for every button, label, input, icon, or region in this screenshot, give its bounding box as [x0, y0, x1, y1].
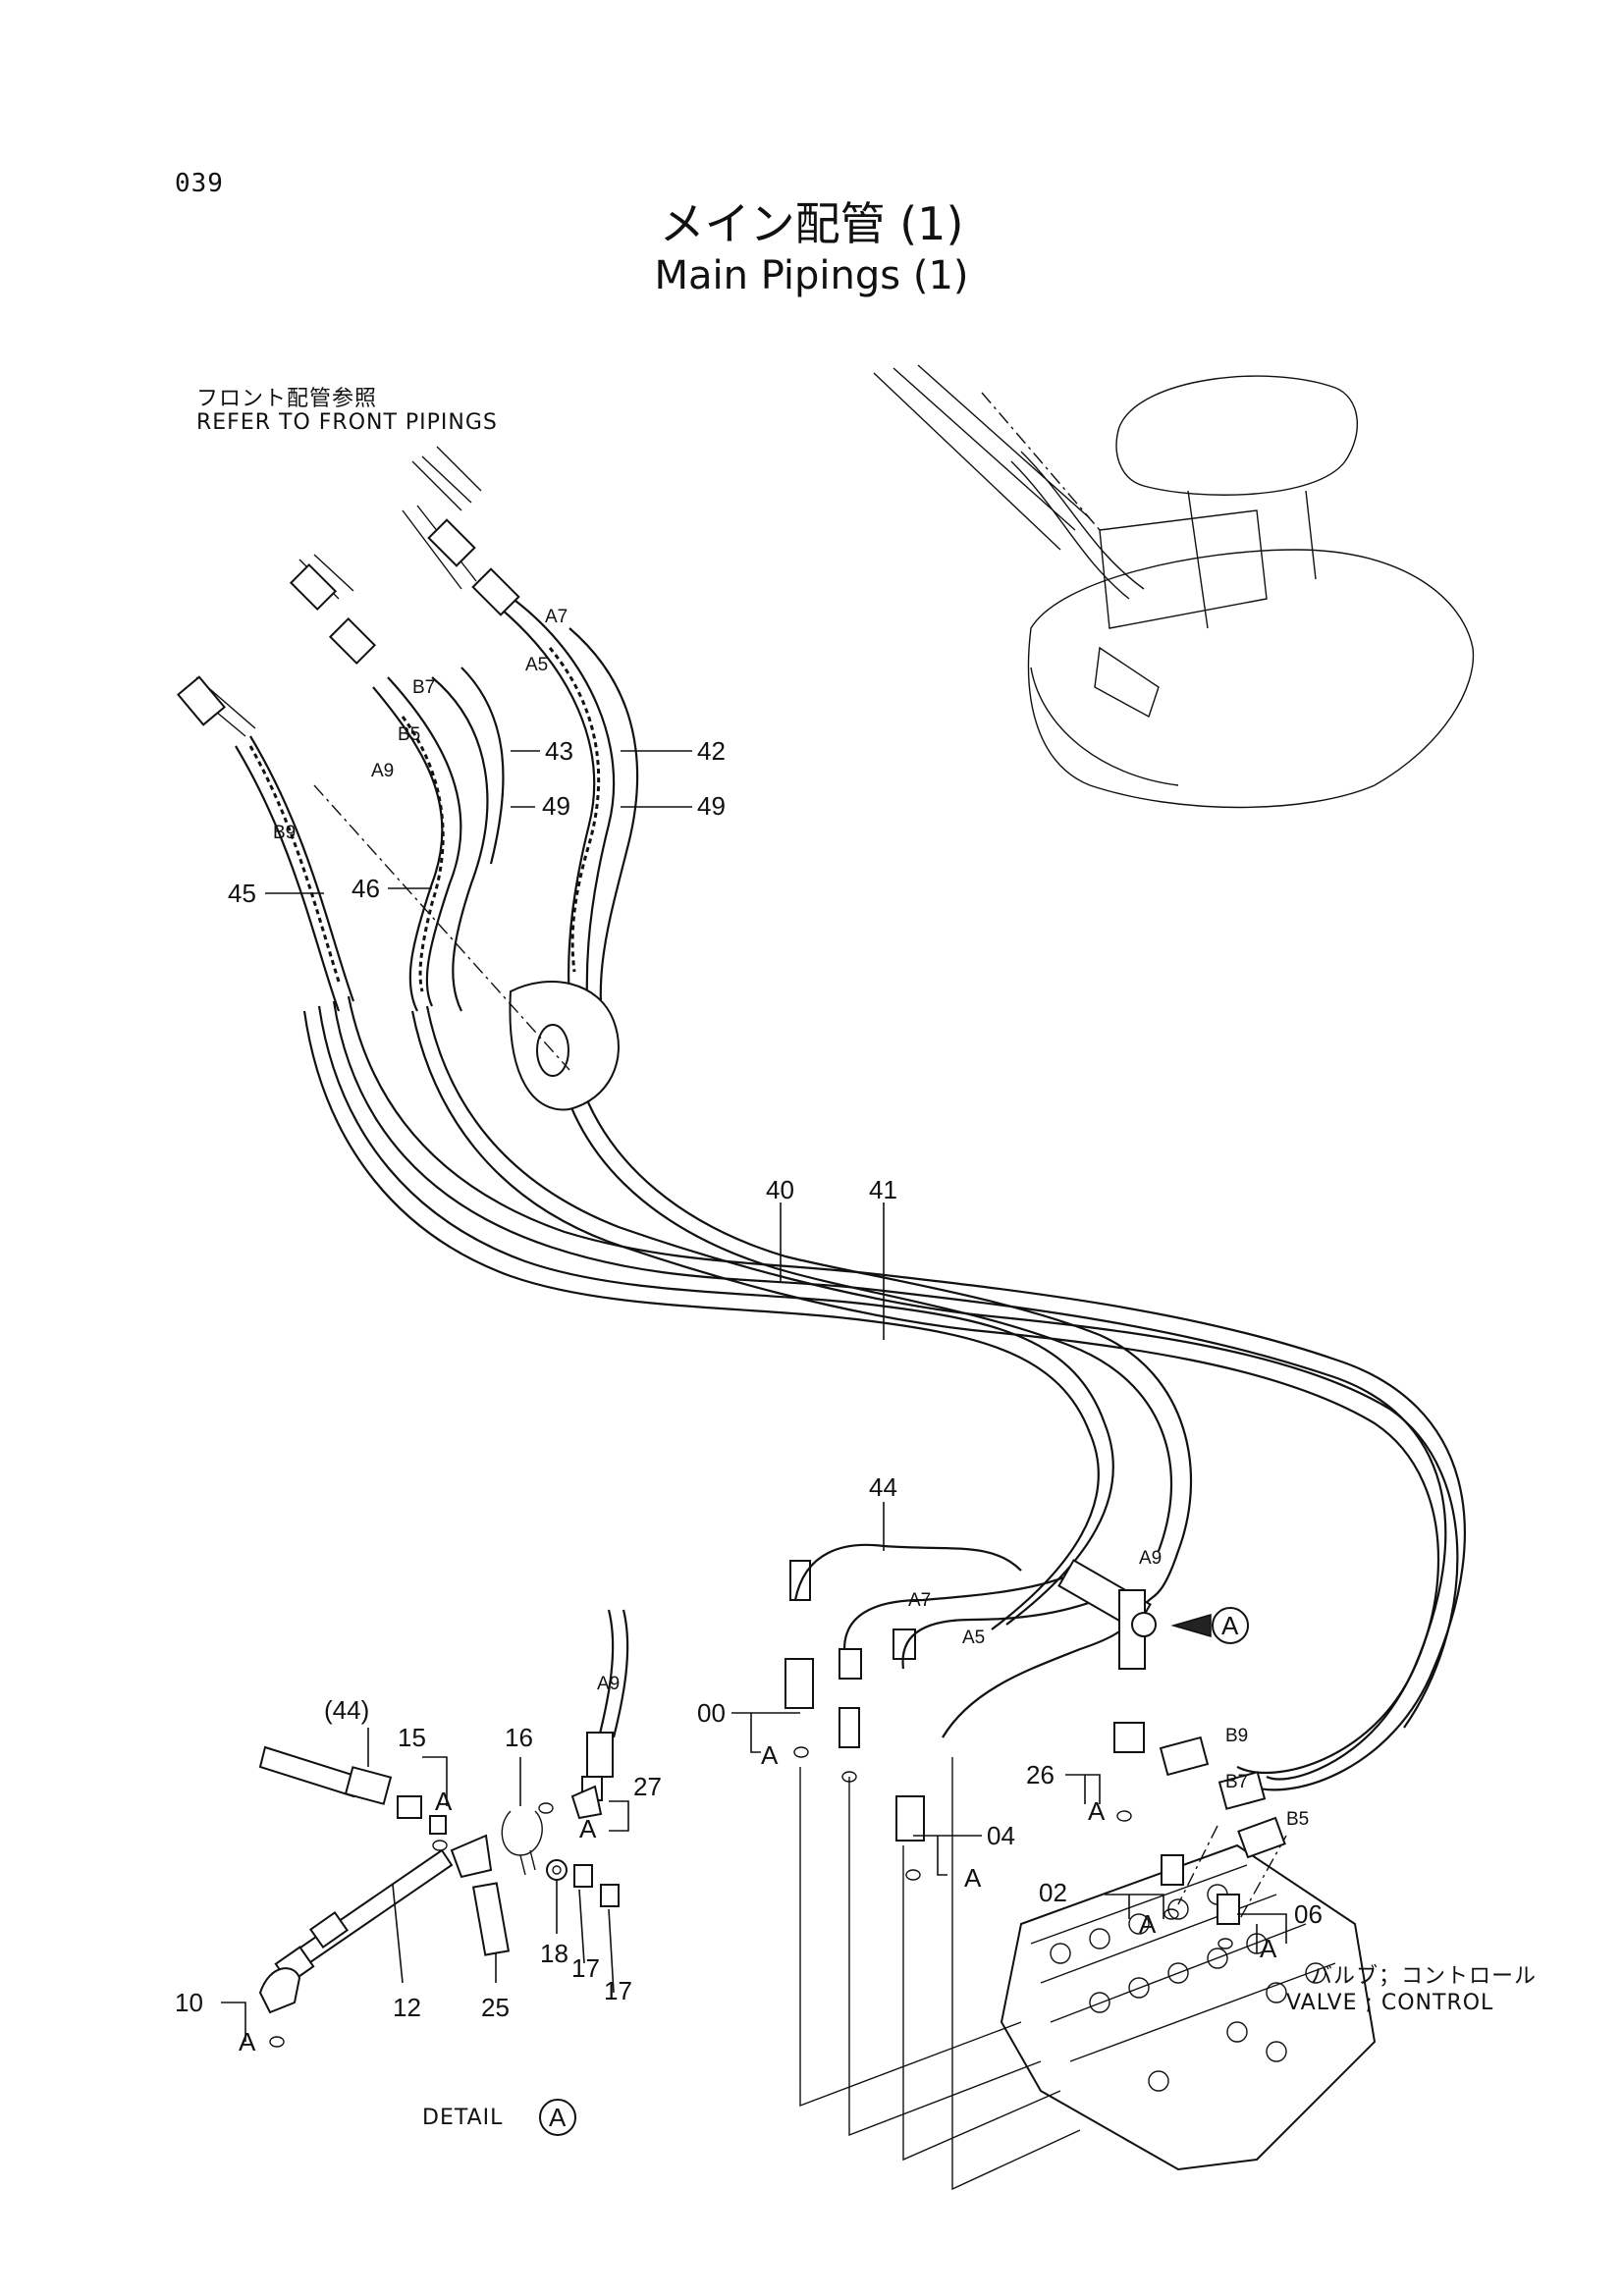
callout-46: 46 [352, 874, 380, 903]
callout-02: 02 [1039, 1878, 1067, 1907]
callout-00: 00 [697, 1698, 726, 1728]
callout-49-left: 49 [542, 791, 570, 821]
port-label-a5-valve: A5 [962, 1628, 986, 1648]
front-ref-note-jp: フロント配管参照 [196, 387, 378, 411]
main-hose-bundle [302, 995, 1466, 1791]
callout-45: 45 [228, 879, 256, 908]
callout-10: 10 [175, 1988, 203, 2017]
callout-25: 25 [481, 1993, 510, 2022]
port-label-b5-valve: B5 [1286, 1809, 1310, 1830]
leader-lines [221, 750, 1287, 2042]
valve-a-marker: A [1221, 1611, 1239, 1640]
oring-marker-04: A [964, 1863, 982, 1893]
machine-overview-sketch [873, 364, 1475, 809]
callout-49-right: 49 [697, 791, 726, 821]
front-ref-note-en: REFER TO FRONT PIPINGS [196, 410, 498, 435]
callout-16: 16 [505, 1723, 533, 1752]
oring-marker-15: A [435, 1787, 453, 1816]
oring-marker-02: A [1139, 1909, 1157, 1939]
callout-26: 26 [1026, 1760, 1055, 1789]
callout-18: 18 [540, 1939, 568, 1968]
callout-17-left: 17 [571, 1953, 600, 1983]
page-title-jp: メイン配管 (1) [659, 197, 964, 250]
oring-marker-00: A [761, 1740, 779, 1770]
control-valve-body [1000, 1825, 1377, 2171]
callout-04: 04 [987, 1821, 1015, 1850]
callout-44-paren: (44) [324, 1695, 370, 1725]
callout-15: 15 [398, 1723, 426, 1752]
detail-a-circles [539, 1607, 1249, 2136]
port-label-a9-detail: A9 [597, 1674, 621, 1694]
callout-41: 41 [869, 1175, 897, 1204]
valve-note-jp: バルブ；コントロール [1311, 1964, 1538, 1989]
port-label-b9-valve: B9 [1225, 1726, 1249, 1746]
port-label-b7-valve: B7 [1225, 1772, 1249, 1792]
callout-17-right: 17 [604, 1976, 632, 2005]
callout-43: 43 [545, 736, 573, 766]
detail-a-label: DETAIL [422, 2106, 504, 2130]
oring-marker-27: A [579, 1814, 597, 1843]
callout-42: 42 [697, 736, 726, 766]
oring-marker-10: A [239, 2027, 256, 2056]
callout-40: 40 [766, 1175, 794, 1204]
page-number: 039 [175, 169, 224, 198]
port-label-a9-front: A9 [371, 761, 395, 781]
page-title-en: Main Pipings (1) [654, 253, 969, 298]
callout-27: 27 [633, 1772, 662, 1801]
port-label-b5-front: B5 [398, 724, 421, 745]
detail-a-parts [258, 1609, 629, 2048]
port-label-a7-valve: A7 [908, 1590, 932, 1611]
valve-fittings [784, 1543, 1286, 1949]
valve-note-en: VALVE ; CONTROL [1286, 1991, 1494, 2015]
callout-12: 12 [393, 1993, 421, 2022]
callout-06: 06 [1294, 1899, 1323, 1929]
port-label-b7-front: B7 [412, 677, 436, 698]
port-label-b9-front: B9 [273, 823, 297, 843]
port-label-a5-front: A5 [525, 655, 549, 675]
detail-a-marker: A [549, 2103, 567, 2132]
oring-marker-26: A [1088, 1796, 1106, 1826]
callout-44: 44 [869, 1472, 897, 1502]
fitting-guide-lines [799, 1757, 1081, 2191]
front-hoses [177, 446, 639, 1111]
oring-marker-06: A [1260, 1934, 1277, 1963]
port-label-a9-valve: A9 [1139, 1548, 1163, 1569]
port-label-a7-front: A7 [545, 607, 568, 627]
